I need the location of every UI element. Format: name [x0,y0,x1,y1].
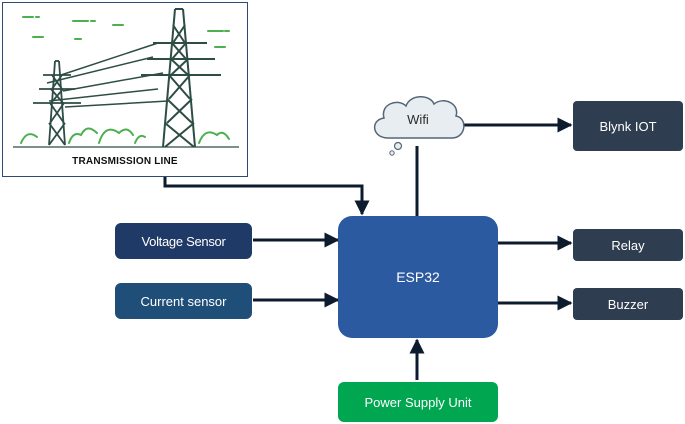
relay-node: Relay [573,229,683,261]
wifi-label: Wifi [407,112,429,127]
power-supply-node: Power Supply Unit [338,382,498,422]
illustration-caption: TRANSMISSION LINE [72,156,178,167]
large-tower [141,8,221,148]
arrow-transmission-to-esp32 [163,177,370,216]
current-sensor-node: Current sensor [115,283,252,319]
voltage-sensor-node: Voltage Sensor [115,223,252,259]
buzzer-node: Buzzer [573,288,683,320]
power-lines [46,42,169,108]
esp32-node: ESP32 [338,216,498,338]
wifi-cloud-icon [374,96,465,156]
transmission-tower-icon [13,8,239,148]
transmission-line-illustration: TRANSMISSION LINE [2,2,248,177]
small-tower [33,60,81,146]
sky-dashes [22,16,230,48]
bushes [20,127,230,144]
blynk-iot-node: Blynk IOT [573,101,683,151]
